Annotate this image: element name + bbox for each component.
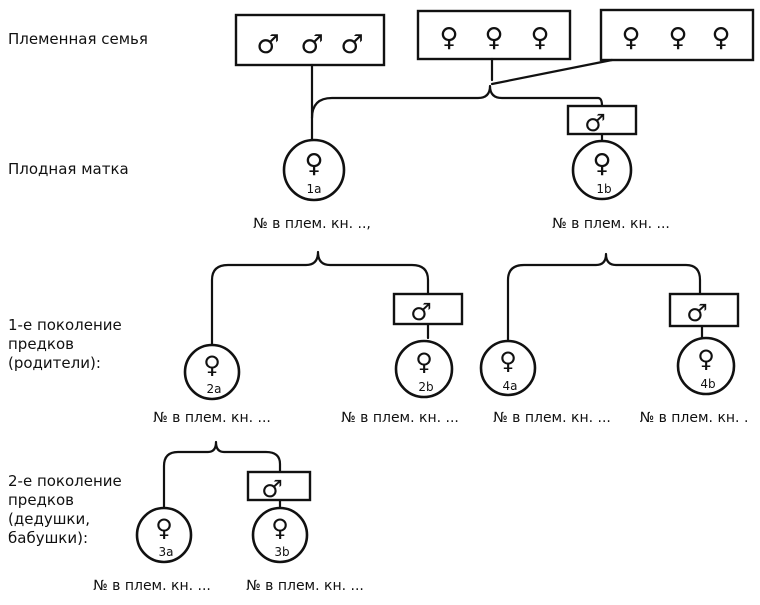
connector-lines-1a-parents xyxy=(210,250,430,349)
node-3b: ♀ 3b xyxy=(251,506,309,564)
registry-label-2b: № в плем. кн. ... xyxy=(341,410,459,426)
drone-box-3b: ♂ xyxy=(246,470,312,503)
registry-label-1a: № в плем. кн. .., xyxy=(253,216,371,232)
registry-label-3a: № в плем. кн. ... xyxy=(93,578,211,594)
registry-label-4a: № в плем. кн. ... xyxy=(493,410,611,426)
female-symbol: ♀ xyxy=(711,23,730,53)
registry-label-3b: № в плем. кн. ... xyxy=(246,578,364,594)
male-symbol: ♂ xyxy=(584,109,606,137)
label-fertile-queen: Плодная матка xyxy=(8,160,129,178)
node-2b: ♀ 2b xyxy=(394,339,454,399)
registry-label-4b: № в плем. кн. . xyxy=(640,410,749,426)
node-id: 4a xyxy=(503,379,518,393)
male-symbol: ♂ xyxy=(261,475,283,503)
drone-box-1b: ♂ xyxy=(566,104,638,137)
female-symbol: ♀ xyxy=(499,347,517,375)
node-id: 1a xyxy=(307,182,322,196)
node-id: 4b xyxy=(700,377,715,391)
drone-box-2b: ♂ xyxy=(392,292,464,326)
drone-box-4b: ♂ xyxy=(668,292,740,328)
female-symbol: ♀ xyxy=(530,23,549,53)
female-symbol: ♀ xyxy=(203,351,221,379)
female-symbol: ♀ xyxy=(484,23,503,53)
male-symbol: ♂ xyxy=(256,30,279,60)
node-4a: ♀ 4a xyxy=(479,339,537,397)
queen-family-box-1: ♀ ♀ ♀ xyxy=(416,9,572,61)
label-gen1-line3: (родители): xyxy=(8,354,101,372)
node-3a: ♀ 3a xyxy=(135,506,193,564)
female-symbol: ♀ xyxy=(439,23,458,53)
label-gen2-line2: предков xyxy=(8,491,74,509)
node-1a: ♀ 1a xyxy=(282,138,346,202)
node-4b: ♀ 4b xyxy=(676,336,736,396)
label-gen1-line2: предков xyxy=(8,335,74,353)
label-gen1-line1: 1-е поколение xyxy=(8,316,122,334)
female-symbol: ♀ xyxy=(271,514,289,542)
node-id: 3a xyxy=(159,545,174,559)
connector-lines-family xyxy=(310,57,614,144)
male-symbol: ♂ xyxy=(410,298,432,326)
label-breeding-family: Племенная семья xyxy=(8,30,148,48)
male-symbol: ♂ xyxy=(686,299,708,327)
male-symbol: ♂ xyxy=(340,30,363,60)
male-symbol: ♂ xyxy=(300,30,323,60)
registry-label-1b: № в плем. кн. ... xyxy=(552,216,670,232)
female-symbol: ♀ xyxy=(592,149,611,179)
label-gen2-line1: 2-е поколение xyxy=(8,472,122,490)
queen-family-box-2: ♀ ♀ ♀ xyxy=(599,8,755,62)
female-symbol: ♀ xyxy=(697,345,715,373)
female-symbol: ♀ xyxy=(668,23,687,53)
node-id: 2b xyxy=(418,380,433,394)
drone-family-box: ♂ ♂ ♂ xyxy=(234,13,386,67)
female-symbol: ♀ xyxy=(415,348,433,376)
female-symbol: ♀ xyxy=(304,149,323,179)
connector-lines-1b-parents xyxy=(506,252,704,344)
registry-label-2a: № в плем. кн. ... xyxy=(153,410,271,426)
female-symbol: ♀ xyxy=(621,23,640,53)
node-id: 3b xyxy=(274,545,289,559)
node-id: 1b xyxy=(596,182,611,196)
node-1b: ♀ 1b xyxy=(571,139,633,201)
node-id: 2a xyxy=(207,382,222,396)
female-symbol: ♀ xyxy=(155,514,173,542)
label-gen2-line4: бабушки): xyxy=(8,529,88,547)
label-gen2-line3: (дедушки, xyxy=(8,510,90,528)
node-2a: ♀ 2a xyxy=(183,343,241,401)
